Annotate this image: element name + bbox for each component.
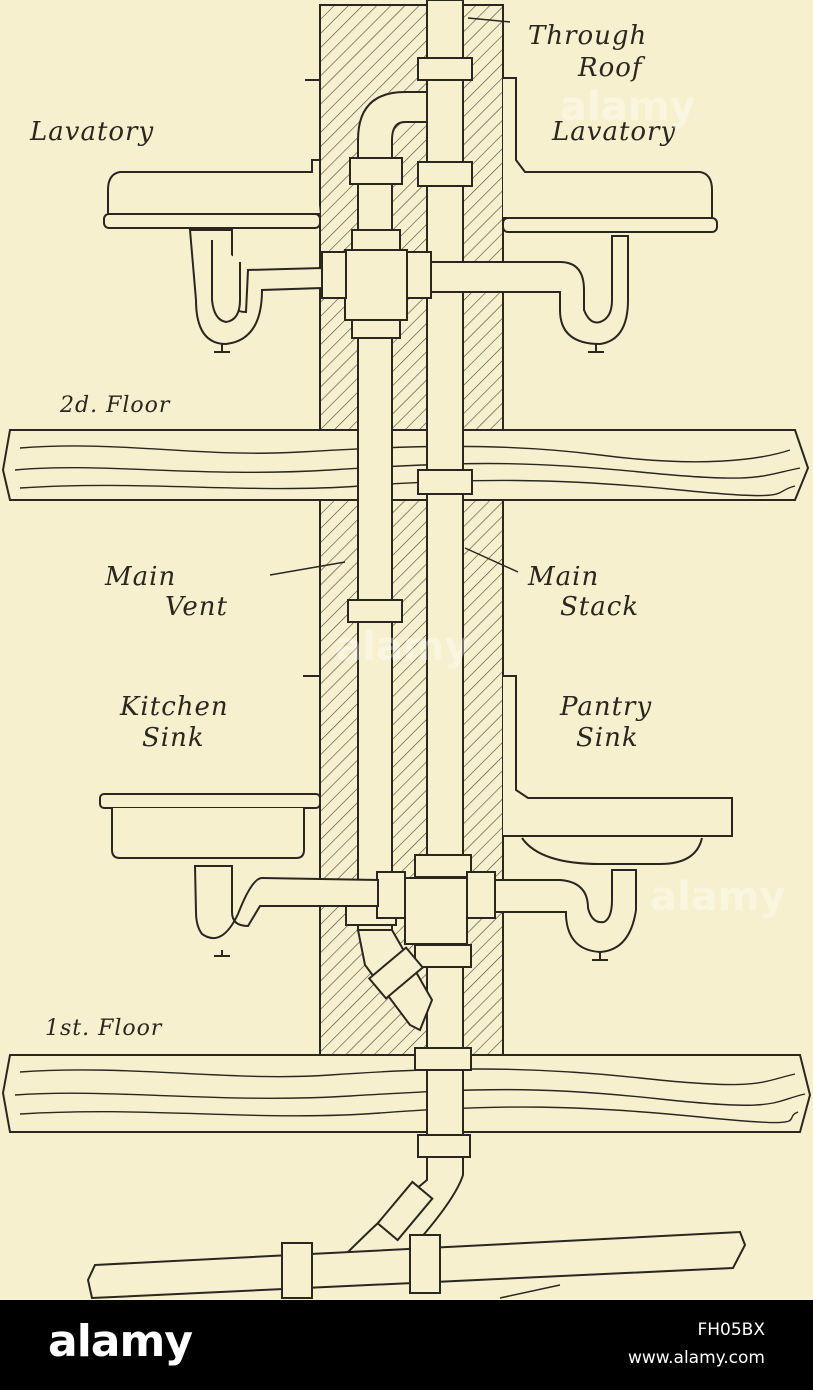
main-stack-label-line1: Main <box>527 562 599 592</box>
lavatory-right-label: Lavatory <box>551 117 676 147</box>
main-stack-pipe <box>414 0 473 1158</box>
through-roof-label-line1: Through <box>528 21 647 51</box>
main-vent-label-line2: Vent <box>165 592 228 622</box>
first-floor-joist <box>1 1054 812 1133</box>
kitchen-sink-label-line2: Sink <box>142 723 205 753</box>
alamy-logo: alamy <box>48 1316 193 1367</box>
left-lavatory <box>103 79 323 353</box>
image-id: FH05BX <box>697 1320 765 1340</box>
right-lavatory <box>430 77 718 353</box>
leader-lines <box>269 17 561 1299</box>
main-stack-label-line2: Stack <box>560 592 639 622</box>
main-vent-label-line1: Main <box>104 562 176 592</box>
watermark-middle: alamy <box>335 624 470 670</box>
plumbing-diagram: Through Roof Lavatory Lavatory 2d. Floor… <box>0 0 813 1300</box>
second-floor-label: 2d. Floor <box>59 393 171 418</box>
upper-cross-fitting <box>321 249 432 321</box>
through-roof-label-line2: Roof <box>577 53 646 83</box>
pantry-sink-label-line1: Pantry <box>559 692 652 722</box>
footer-url: www.alamy.com <box>627 1348 765 1368</box>
house-drain <box>86 1156 747 1300</box>
watermark-lower: alamy <box>650 874 785 920</box>
lower-cross-fitting <box>376 871 496 945</box>
stock-footer-bar: alamy FH05BX www.alamy.com <box>0 1300 813 1390</box>
watermark-top: alamy <box>560 84 695 130</box>
first-floor-label: 1st. Floor <box>45 1016 163 1041</box>
kitchen-sink <box>99 675 379 957</box>
kitchen-sink-label-line1: Kitchen <box>119 692 229 722</box>
lavatory-left-label: Lavatory <box>29 117 154 147</box>
second-floor-joist <box>1 429 810 501</box>
pantry-sink <box>494 675 733 961</box>
y-branch-fitting <box>356 929 434 1032</box>
pantry-sink-label-line2: Sink <box>576 723 639 753</box>
